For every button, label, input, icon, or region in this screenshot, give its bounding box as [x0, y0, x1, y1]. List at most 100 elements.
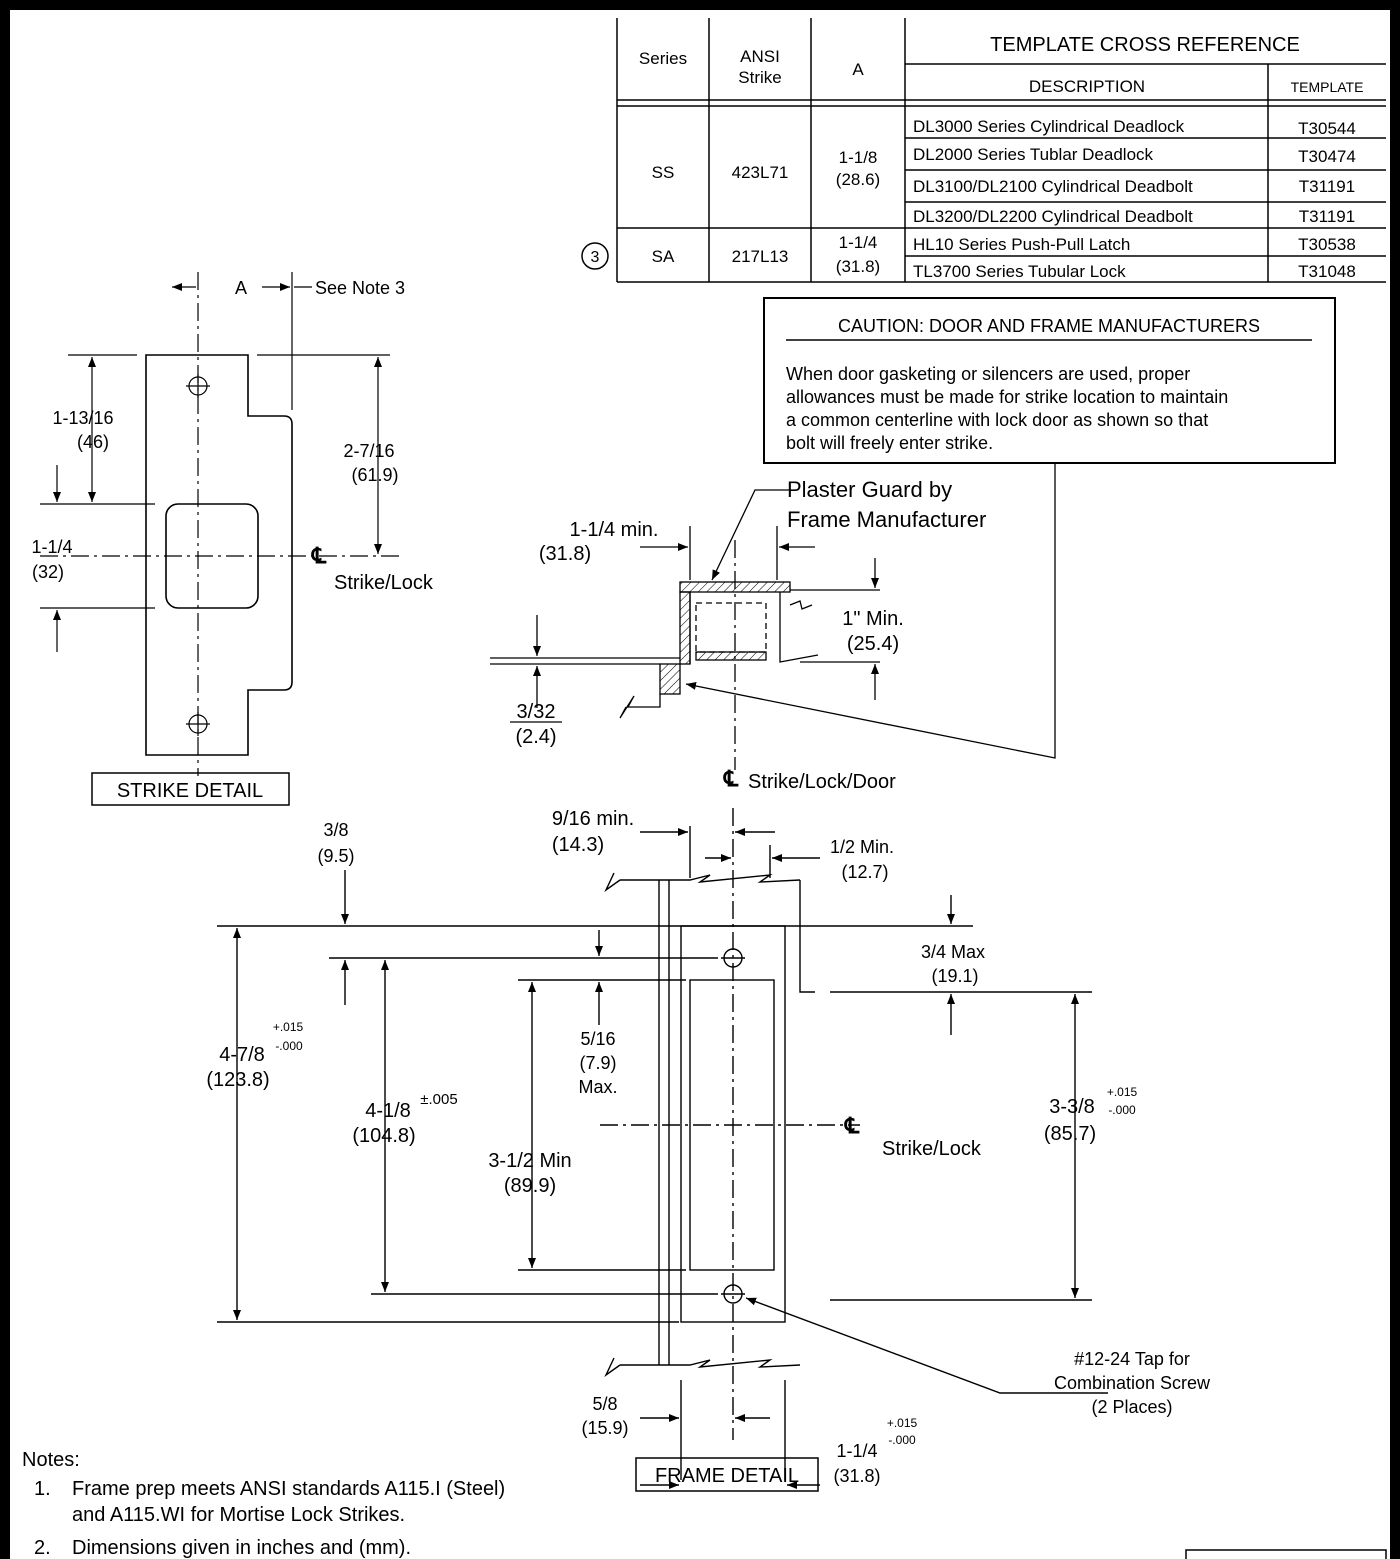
dim-5-16-mm: (7.9)	[579, 1053, 616, 1073]
sa-series: SA	[652, 247, 675, 266]
dim-half-mm: (12.7)	[841, 862, 888, 882]
notes-heading: Notes:	[22, 1449, 80, 1471]
dim-5-8-mm: (15.9)	[581, 1418, 628, 1438]
dim-4-1-8: 4-1/8	[365, 1100, 411, 1122]
caution-line: When door gasketing or silencers are use…	[786, 364, 1190, 384]
see-note-label: See Note 3	[315, 278, 405, 298]
dim-4-7-8-tol-minus: -.000	[275, 1039, 303, 1053]
tap-label-3: (2 Places)	[1091, 1397, 1172, 1417]
centerline-frame: Strike/Lock	[882, 1138, 982, 1160]
table-row-template: T31191	[1299, 177, 1355, 196]
dim-9-16: 9/16 min.	[552, 808, 634, 830]
dim-5-16-max: Max.	[578, 1077, 617, 1097]
dim-min-width: 1-1/4 min.	[570, 519, 659, 541]
sa-strike: 217L13	[732, 247, 789, 266]
dim-3-8: 3/8	[323, 820, 348, 840]
header-ansi: ANSI	[740, 47, 780, 66]
header-strike: Strike	[738, 68, 781, 87]
dim-3-3-8-tol-minus: -.000	[1108, 1103, 1136, 1117]
frame-section	[490, 489, 880, 770]
header-a: A	[852, 60, 864, 79]
dim-1-1-4-tol-plus: +.015	[887, 1416, 918, 1430]
table-row-description: DL3000 Series Cylindrical Deadlock	[913, 117, 1185, 136]
table-row-description: DL3100/DL2100 Cylindrical Deadbolt	[913, 177, 1193, 196]
centerline-symbol: ℄	[723, 766, 739, 791]
ss-series: SS	[652, 163, 675, 182]
tap-label-1: #12-24 Tap for	[1074, 1349, 1190, 1369]
dim-2-7-16-mm: (61.9)	[351, 465, 398, 485]
table-row-template: T31048	[1298, 262, 1356, 281]
dim-1-1-4-mm: (32)	[32, 562, 64, 582]
centerline-door: Strike/Lock/Door	[748, 771, 896, 793]
plaster-guard-label: Plaster Guard by	[787, 477, 952, 502]
sa-a: 1-1/4	[839, 233, 878, 252]
caution-line: allowances must be made for strike locat…	[786, 387, 1228, 407]
dim-3-3-8: 3-3/8	[1049, 1096, 1095, 1118]
table-row-template: T30474	[1298, 147, 1356, 166]
dim-5-8: 5/8	[592, 1394, 617, 1414]
dim-offset-mm: (2.4)	[515, 726, 556, 748]
dim-half: 1/2 Min.	[830, 837, 894, 857]
dim-5-16: 5/16	[580, 1029, 615, 1049]
caution-line: a common centerline with lock door as sh…	[786, 410, 1208, 430]
dim-4-7-8: 4-7/8	[219, 1044, 265, 1066]
header-series: Series	[639, 49, 687, 68]
dim-depth: 1" Min.	[842, 608, 904, 630]
title-block-corner	[1185, 1549, 1387, 1559]
dim-1-13-16-mm: (46)	[77, 432, 109, 452]
note-text: and A115.WI for Mortise Lock Strikes.	[72, 1504, 405, 1526]
dim-3-4: 3/4 Max	[921, 942, 985, 962]
table-row-description: DL3200/DL2200 Cylindrical Deadbolt	[913, 207, 1193, 226]
dim-3-1-2: 3-1/2 Min	[488, 1150, 571, 1172]
dim-1-1-4-tol-minus: -.000	[888, 1433, 916, 1447]
table-row-description: TL3700 Series Tubular Lock	[913, 262, 1126, 281]
dim-offset: 3/32	[517, 701, 556, 723]
note-number: 1.	[34, 1478, 51, 1500]
dim-1-1-4: 1-1/4	[31, 537, 72, 557]
strike-detail-label: STRIKE DETAIL	[117, 780, 263, 802]
centerline-symbol: ℄	[844, 1113, 860, 1138]
frame-detail-drawing	[217, 808, 1108, 1489]
tap-label-2: Combination Screw	[1054, 1373, 1211, 1393]
header-cross-reference: TEMPLATE CROSS REFERENCE	[990, 34, 1300, 56]
table-row-description: HL10 Series Push-Pull Latch	[913, 235, 1130, 254]
dim-depth-mm: (25.4)	[847, 633, 899, 655]
dim-3-3-8-tol-plus: +.015	[1107, 1085, 1138, 1099]
ss-a: 1-1/8	[839, 148, 878, 167]
dim-1-1-4: 1-1/4	[836, 1441, 877, 1461]
caution-box	[763, 297, 1336, 464]
caution-title: CAUTION: DOOR AND FRAME MANUFACTURERS	[838, 316, 1260, 336]
table-row-template: T31191	[1299, 207, 1355, 226]
dim-3-3-8-mm: (85.7)	[1044, 1123, 1096, 1145]
centerline-strike-lock: Strike/Lock	[334, 572, 434, 594]
table-row-description: DL2000 Series Tublar Deadlock	[913, 145, 1154, 164]
ss-a-mm: (28.6)	[836, 170, 880, 189]
dim-a-label: A	[235, 278, 247, 298]
plaster-guard-label-2: Frame Manufacturer	[787, 507, 986, 532]
dim-2-7-16: 2-7/16	[343, 441, 394, 461]
note-text: Frame prep meets ANSI standards A115.I (…	[72, 1478, 505, 1500]
table-row-template: T30538	[1298, 235, 1356, 254]
dim-3-1-2-mm: (89.9)	[504, 1175, 556, 1197]
dim-4-7-8-mm: (123.8)	[206, 1069, 269, 1091]
dim-4-1-8-tol: ±.005	[420, 1091, 457, 1108]
dim-min-width-mm: (31.8)	[539, 543, 591, 565]
sa-a-mm: (31.8)	[836, 257, 880, 276]
header-description: DESCRIPTION	[1029, 77, 1145, 96]
frame-detail-label: FRAME DETAIL	[655, 1465, 799, 1487]
dim-1-1-4-mm: (31.8)	[833, 1466, 880, 1486]
caution-line: bolt will freely enter strike.	[786, 433, 993, 453]
note-reference-number: 3	[591, 249, 600, 266]
dim-3-4-mm: (19.1)	[931, 966, 978, 986]
dim-4-1-8-mm: (104.8)	[352, 1125, 415, 1147]
note-number: 2.	[34, 1537, 51, 1559]
dim-3-8-mm: (9.5)	[317, 846, 354, 866]
dim-4-7-8-tol-plus: +.015	[273, 1020, 304, 1034]
strike-plate	[145, 354, 293, 756]
note-text: Dimensions given in inches and (mm).	[72, 1537, 411, 1559]
centerline-symbol: ℄	[311, 543, 327, 568]
dim-9-16-mm: (14.3)	[552, 834, 604, 856]
ss-strike: 423L71	[732, 163, 789, 182]
